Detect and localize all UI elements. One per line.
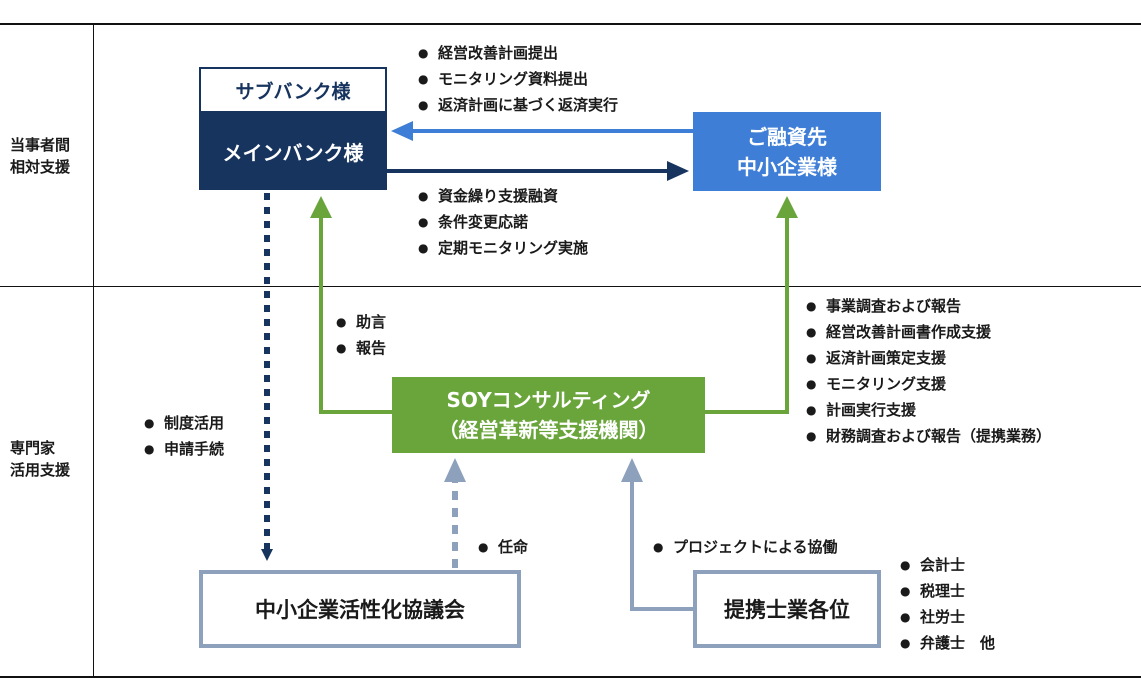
list-soy-to-client: 事業調査および報告 経営改善計画書作成支援 返済計画策定支援 モニタリング支援 … — [806, 293, 1051, 449]
partner-box: 提携士業各位 — [693, 570, 881, 648]
row-label-expert: 専門家 活用支援 — [10, 437, 90, 481]
list-item: 経営改善計画書作成支援 — [806, 319, 1051, 345]
row-label-expert-line2: 活用支援 — [10, 461, 71, 479]
list-bank-to-council: 制度活用 申請手続 — [144, 410, 224, 462]
list-item: 社労士 — [900, 604, 995, 630]
list-bank-to-client: 資金繰り支援融資 条件変更応諾 定期モニタリング実施 — [418, 183, 588, 261]
row-label-party-line1: 当事者間 — [10, 136, 71, 154]
list-partner-to-soy: プロジェクトによる協働 — [653, 534, 838, 560]
list-item: 任命 — [478, 534, 528, 560]
list-item: モニタリング資料提出 — [418, 66, 618, 92]
list-item: プロジェクトによる協働 — [653, 534, 838, 560]
list-item: 資金繰り支援融資 — [418, 183, 588, 209]
list-item: 制度活用 — [144, 410, 224, 436]
list-item: 会計士 — [900, 552, 995, 578]
list-item: 定期モニタリング実施 — [418, 235, 588, 261]
list-item: 財務調査および報告（提携業務） — [806, 423, 1051, 449]
arrow-soy-to-client — [705, 196, 798, 414]
list-item: 条件変更応諾 — [418, 209, 588, 235]
list-item: 経営改善計画提出 — [418, 40, 618, 66]
soy-box-line2: （経営革新等支援機関） — [438, 418, 659, 442]
council-box: 中小企業活性化協議会 — [199, 570, 521, 648]
soy-box-line1: SOYコンサルティング — [446, 388, 651, 412]
client-box: ご融資先 中小企業様 — [693, 112, 881, 191]
client-box-line1: ご融資先 — [747, 124, 827, 149]
list-item: 税理士 — [900, 578, 995, 604]
row-divider — [0, 286, 1141, 287]
list-item: モニタリング支援 — [806, 371, 1051, 397]
client-box-line2: 中小企業様 — [737, 154, 837, 179]
bottom-border — [0, 676, 1141, 678]
list-soy-to-bank: 助言 報告 — [336, 309, 386, 361]
list-item: 返済計画に基づく返済実行 — [418, 92, 618, 118]
top-border — [0, 23, 1141, 25]
list-partner-types: 会計士 税理士 社労士 弁護士 他 — [900, 552, 995, 656]
list-client-to-bank: 経営改善計画提出 モニタリング資料提出 返済計画に基づく返済実行 — [418, 40, 618, 118]
row-label-party-line2: 相対支援 — [10, 158, 71, 176]
list-council-to-soy: 任命 — [478, 534, 528, 560]
arrow-partner-to-soy — [621, 458, 693, 611]
soy-box: SOYコンサルティング （経営革新等支援機関） — [392, 377, 705, 453]
row-label-expert-line1: 専門家 — [10, 439, 56, 457]
list-item: 申請手続 — [144, 436, 224, 462]
sub-bank-box: サブバンク様 — [199, 67, 387, 113]
list-item: 計画実行支援 — [806, 397, 1051, 423]
list-item: 事業調査および報告 — [806, 293, 1051, 319]
list-item: 返済計画策定支援 — [806, 345, 1051, 371]
main-bank-box: メインバンク様 — [199, 113, 387, 190]
list-item: 報告 — [336, 335, 386, 361]
row-label-party: 当事者間 相対支援 — [10, 134, 90, 178]
list-item: 弁護士 他 — [900, 630, 995, 656]
list-item: 助言 — [336, 309, 386, 335]
arrow-soy-to-bank — [310, 196, 392, 414]
label-column-divider — [93, 23, 94, 678]
